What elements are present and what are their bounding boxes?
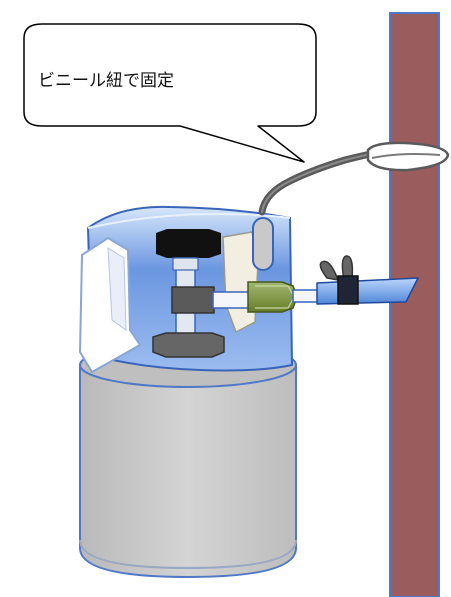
callout-bubble	[23, 23, 317, 163]
vinyl-string	[258, 148, 384, 216]
callout-label: ビニール紐で固定	[38, 71, 174, 91]
pole	[389, 12, 440, 597]
blue-hose	[316, 277, 419, 305]
paper-flap-left	[79, 237, 141, 373]
gray-hook	[252, 217, 274, 271]
wing-nut-icon	[319, 255, 359, 305]
gas-cylinder	[79, 342, 297, 579]
green-connector	[247, 281, 298, 313]
valve-assembly	[152, 229, 225, 358]
string-loop-icon	[366, 141, 450, 172]
valve-handle-icon	[156, 229, 221, 258]
outlet-pipe	[212, 291, 250, 309]
